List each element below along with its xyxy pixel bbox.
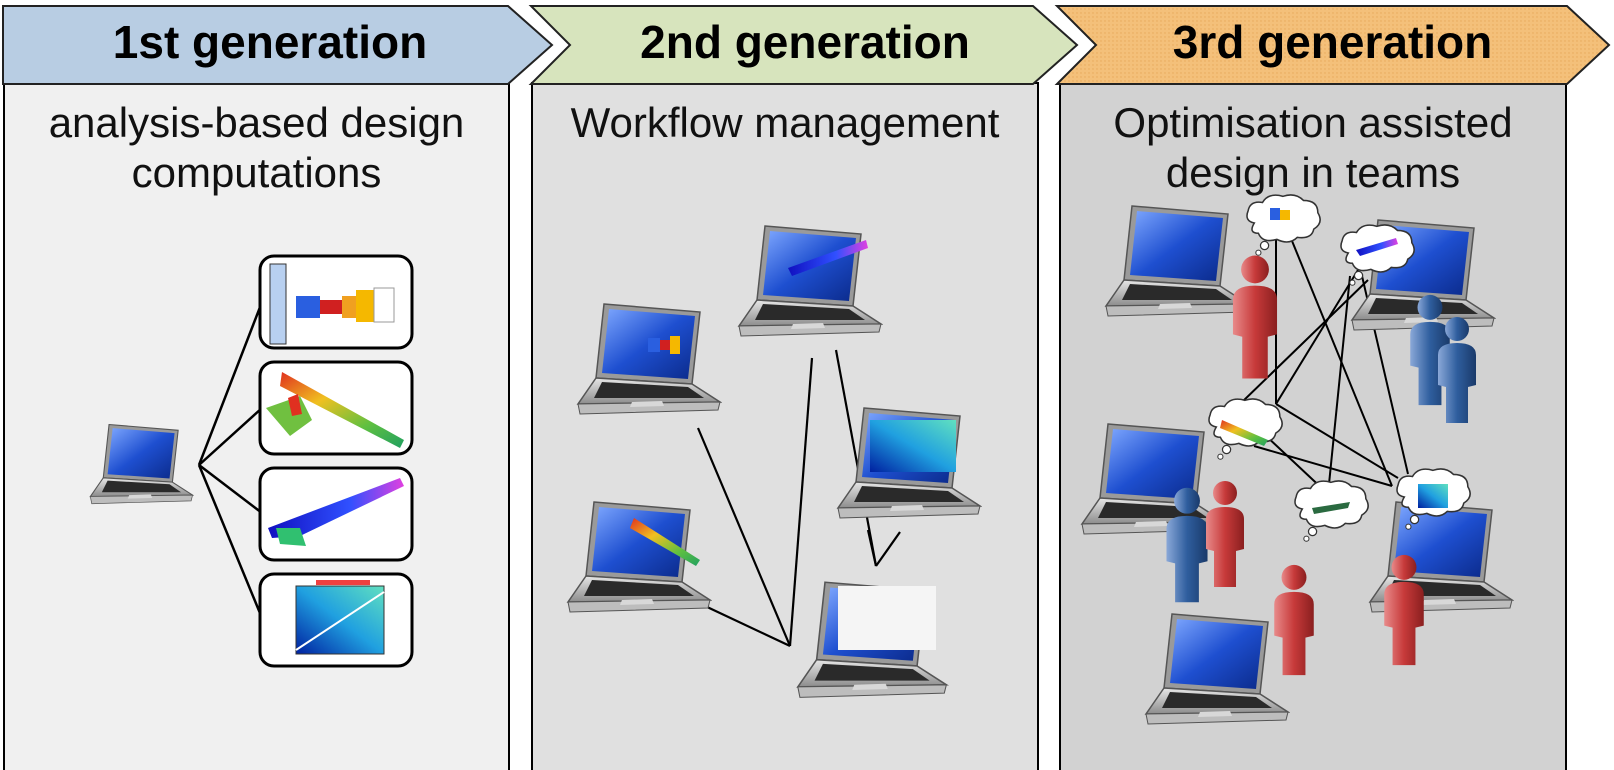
- person-red-icon: [1274, 564, 1314, 676]
- generation-3-panel: Optimisation assisted design in teams: [1059, 82, 1567, 770]
- person-red-icon: [1206, 481, 1244, 587]
- laptop-icon: [1105, 205, 1249, 317]
- result-box-wing-heat: [258, 360, 414, 456]
- screen-matrix: [838, 586, 936, 650]
- chevron-3-shape: [1054, 5, 1611, 85]
- screen-engine: [648, 336, 680, 354]
- gen3-network-lines: [1239, 235, 1409, 495]
- generation-1-title: analysis-based design computations: [48, 99, 465, 196]
- generation-2-title: Workflow management: [570, 99, 1000, 146]
- result-box-engine: [258, 254, 414, 350]
- screen-wing-heat: [630, 518, 700, 566]
- result-box-contour: [258, 572, 414, 668]
- thought-bubble-icon: [1246, 194, 1321, 256]
- chevron-1-shape: [2, 5, 554, 85]
- laptop-icon: [577, 303, 721, 415]
- generation-3-title: Optimisation assisted design in teams: [1113, 99, 1513, 196]
- generation-1-panel: analysis-based design computations: [3, 82, 510, 770]
- generation-1-header: 1st generation: [112, 16, 428, 68]
- screen-wing-blue: [788, 240, 868, 276]
- generation-header-bar: [2, 5, 1611, 85]
- person-red-icon: [1232, 255, 1278, 379]
- laptop-icon: [89, 423, 194, 505]
- result-box-wing-blue: [258, 466, 414, 562]
- laptop-icon: [1081, 423, 1225, 535]
- chevron-2-shape: [528, 5, 1079, 85]
- generation-3-header: 3rd generation: [1172, 16, 1493, 68]
- laptop-icon: [1145, 613, 1289, 725]
- screen-contour: [870, 420, 956, 472]
- gen1-connector-lines: [197, 301, 264, 619]
- gen2-network-lines: [696, 349, 901, 647]
- generation-2-header: 2nd generation: [640, 16, 970, 68]
- thought-bubble-icon: [1294, 480, 1369, 542]
